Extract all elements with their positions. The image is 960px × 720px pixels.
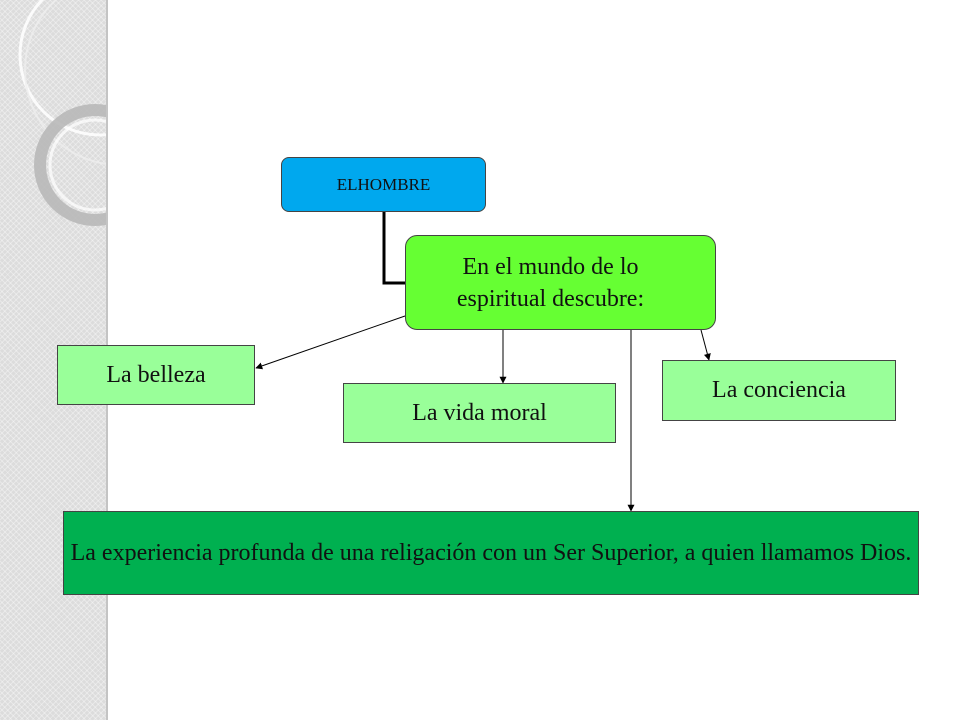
- node-mundo-espiritual: En el mundo de lo espiritual descubre:: [405, 235, 716, 330]
- node-la-conciencia-label: La conciencia: [712, 377, 846, 403]
- decorative-circles: [18, 0, 106, 226]
- edge-center-to-belleza: [255, 315, 406, 370]
- node-el-hombre-label: ELHOMBRE: [336, 174, 431, 194]
- node-la-vida-moral-label: La vida moral: [412, 399, 547, 426]
- node-la-vida-moral: La vida moral: [343, 383, 616, 443]
- edge-root-to-center: [382, 212, 405, 285]
- node-mundo-espiritual-label: En el mundo de lo espiritual descubre:: [456, 253, 645, 312]
- node-la-belleza: La belleza: [57, 345, 255, 405]
- edge-center-to-conciencia: [700, 329, 711, 361]
- node-el-hombre: ELHOMBRE: [281, 157, 486, 212]
- node-experiencia-dios-label: La experiencia profunda de una religació…: [70, 540, 912, 566]
- node-la-conciencia: La conciencia: [662, 360, 896, 421]
- node-experiencia-dios: La experiencia profunda de una religació…: [63, 511, 919, 595]
- node-la-belleza-label: La belleza: [106, 361, 206, 388]
